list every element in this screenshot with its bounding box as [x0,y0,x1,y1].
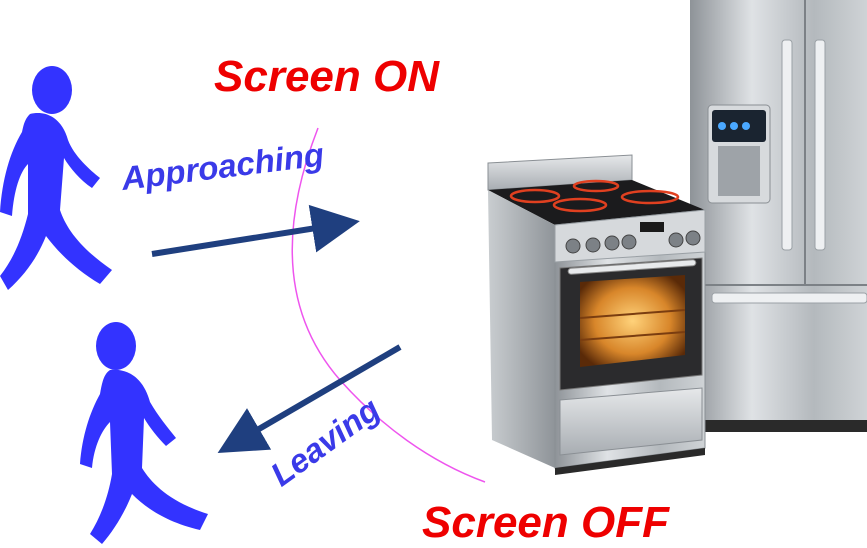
detection-boundary-arc [291,127,486,483]
walking-person-icon [80,322,208,544]
leave-arrow [217,344,402,454]
approach-arrow [151,204,360,257]
stove-icon [487,154,706,475]
screen-off-label: Screen OFF [422,498,669,547]
walking-person-icon [0,66,112,291]
screen-on-label: Screen ON [214,52,439,101]
refrigerator-icon [690,0,867,432]
